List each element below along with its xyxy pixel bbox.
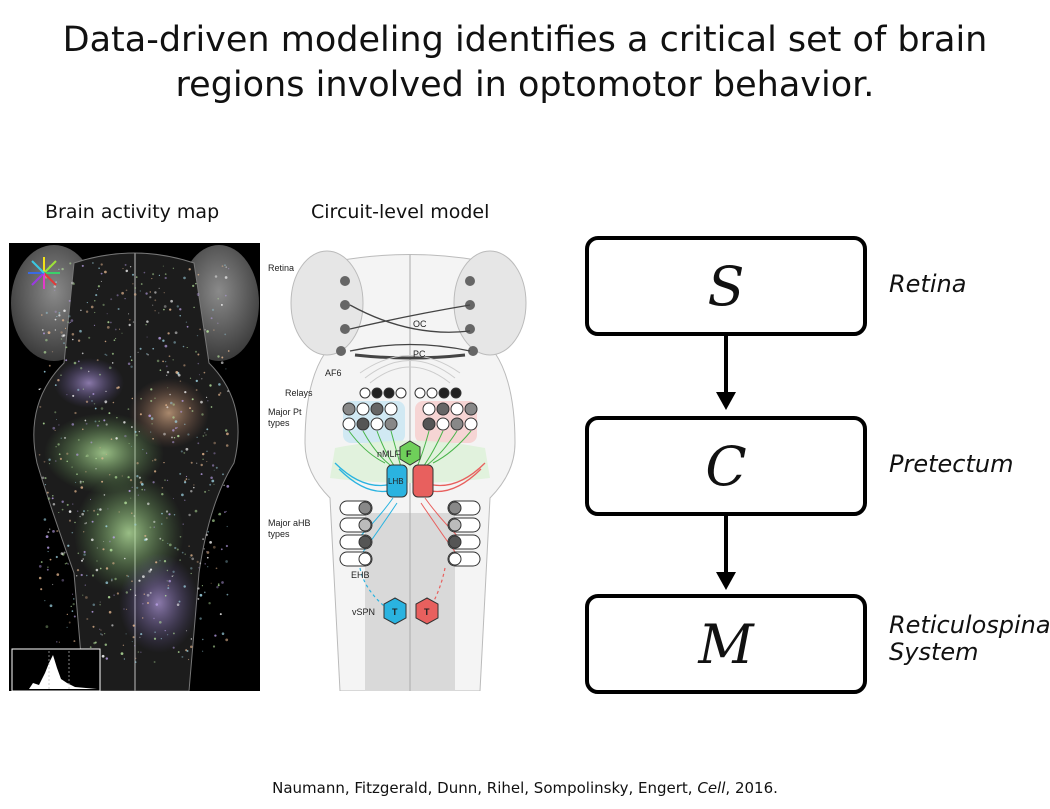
direction-key-icon	[28, 257, 60, 289]
citation-authors: Naumann, Fitzgerald, Dunn, Rihel, Sompol…	[272, 779, 697, 797]
region-label-pretectum: Pretectum	[889, 451, 1013, 478]
label-lhb: LHB	[388, 477, 404, 486]
brain-activity-map-label: Brain activity map	[45, 201, 219, 223]
arrow-c-to-m	[724, 516, 728, 574]
label-pc: PC	[413, 349, 426, 359]
stage-s-box: S	[585, 236, 867, 336]
label-t-right: T	[424, 607, 430, 617]
region-label-reticulospinal-line1: Reticulospinal	[889, 612, 1050, 639]
brain-activity-map-svg	[9, 243, 260, 691]
region-label-reticulospinal-line2: System	[889, 639, 1050, 666]
label-retina: Retina	[268, 263, 294, 273]
activity-blob-lower	[119, 553, 199, 653]
stage-m-symbol: M	[698, 613, 753, 676]
stage-c-symbol: C	[705, 435, 746, 498]
citation-year: , 2016.	[725, 779, 777, 797]
rhb-node	[413, 465, 433, 497]
title-line-2: regions involved in optomotor behavior.	[0, 63, 1050, 108]
region-label-retina: Retina	[889, 271, 966, 298]
circuit-level-model-figure: Retina OC PC AF6 Relays Major Pt types n…	[265, 243, 530, 691]
region-label-reticulospinal: Reticulospinal System	[889, 612, 1050, 666]
label-vspn: vSPN	[352, 607, 375, 617]
label-major-pt-line2: types	[268, 418, 290, 428]
citation-journal: Cell	[697, 779, 725, 797]
label-f: F	[406, 449, 412, 459]
activity-blob-purple	[54, 358, 124, 408]
arrow-s-to-c-head	[716, 392, 736, 410]
citation: Naumann, Fitzgerald, Dunn, Rihel, Sompol…	[0, 779, 1050, 797]
label-oc: OC	[413, 319, 427, 329]
label-relays: Relays	[285, 388, 313, 398]
stage-m-box: M	[585, 594, 867, 694]
circuit-level-model-label: Circuit-level model	[311, 201, 489, 223]
arrow-s-to-c	[724, 336, 728, 394]
label-major-pt-line1: Major Pt	[268, 407, 302, 417]
slide-title: Data-driven modeling identifies a critic…	[0, 18, 1050, 108]
label-t-left: T	[392, 607, 398, 617]
brain-activity-map-image	[9, 243, 260, 691]
label-nmlf: nMLF	[377, 449, 401, 459]
label-major-ahb-line2: types	[268, 529, 290, 539]
circuit-diagram-svg: Retina OC PC AF6 Relays Major Pt types n…	[265, 243, 530, 691]
stage-s-symbol: S	[708, 255, 745, 318]
label-major-ahb-line1: Major aHB	[268, 518, 311, 528]
title-line-1: Data-driven modeling identifies a critic…	[0, 18, 1050, 63]
stage-c-box: C	[585, 416, 867, 516]
circuit-left-eye	[291, 251, 363, 355]
arrow-c-to-m-head	[716, 572, 736, 590]
label-af6: AF6	[325, 368, 342, 378]
label-ehb: EHB	[351, 570, 370, 580]
circuit-right-eye	[454, 251, 526, 355]
